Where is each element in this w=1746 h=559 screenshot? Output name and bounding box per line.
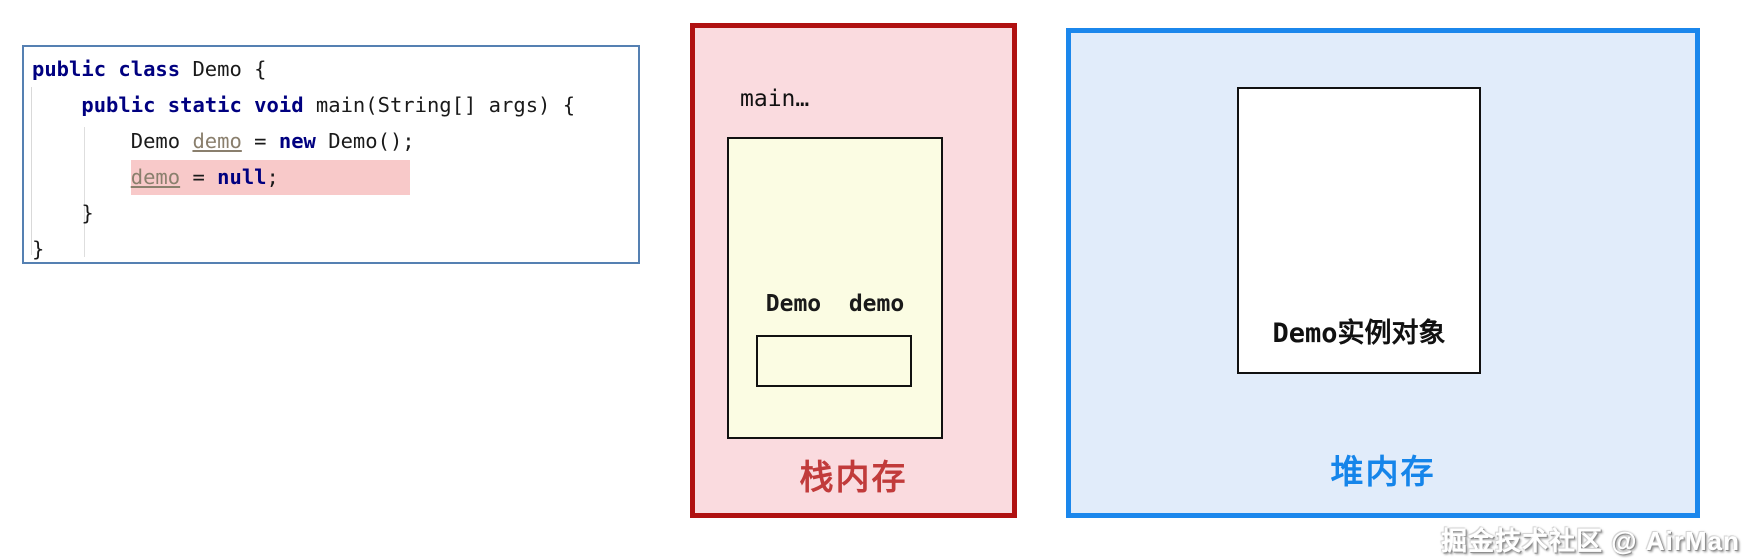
demo-variable-label: Demo demo [765, 291, 905, 317]
code-line-2: public static void main(String[] args) { [32, 87, 638, 123]
watermark-text: 掘金技术社区 @ AirMan [1441, 526, 1740, 556]
main-frame-label: main… [740, 86, 810, 112]
code-token: } [32, 201, 94, 225]
editor-gutter-line [31, 87, 32, 255]
indent-token [32, 93, 81, 117]
keyword-token: public static void [81, 93, 304, 117]
code-token: ; [266, 165, 279, 189]
indent-guide-line [84, 127, 85, 257]
code-line-5: } [32, 195, 638, 231]
heap-memory-title: 堆内存 [1330, 453, 1436, 490]
demo-variable-slot-empty [756, 335, 912, 387]
code-token: = [180, 165, 218, 189]
demo-instance-object-box: Demo实例对象 [1237, 87, 1481, 374]
keyword-token: new [278, 129, 316, 153]
code-editor-panel: public class Demo { public static void m… [22, 45, 640, 264]
stack-memory-box: main… Demo demo 栈内存 [690, 23, 1017, 518]
code-line-6: } [32, 231, 638, 267]
code-token: = [241, 129, 279, 153]
code-line-1: public class Demo { [32, 51, 638, 87]
heap-memory-box: Demo实例对象 堆内存 [1066, 28, 1700, 518]
highlighted-statement: demo = null; [130, 160, 410, 195]
main-stack-frame: Demo demo [727, 137, 943, 439]
code-line-3: Demo demo = new Demo(); [32, 123, 638, 159]
indent-token [32, 165, 131, 189]
keyword-token: public class [32, 57, 181, 81]
indent-token: Demo [32, 129, 193, 153]
code-token: main(String[] args) { [303, 93, 576, 117]
code-line-4-highlighted: demo = null; [32, 159, 638, 195]
stack-memory-title: 栈内存 [799, 459, 908, 497]
code-token: } [32, 237, 45, 261]
demo-instance-label: Demo实例对象 [1272, 318, 1446, 349]
variable-token: demo [192, 129, 242, 153]
code-lines: public class Demo { public static void m… [24, 48, 638, 267]
code-token: Demo(); [315, 129, 415, 153]
keyword-token: null [217, 165, 267, 189]
variable-token: demo [130, 165, 181, 189]
code-token: Demo { [180, 57, 267, 81]
